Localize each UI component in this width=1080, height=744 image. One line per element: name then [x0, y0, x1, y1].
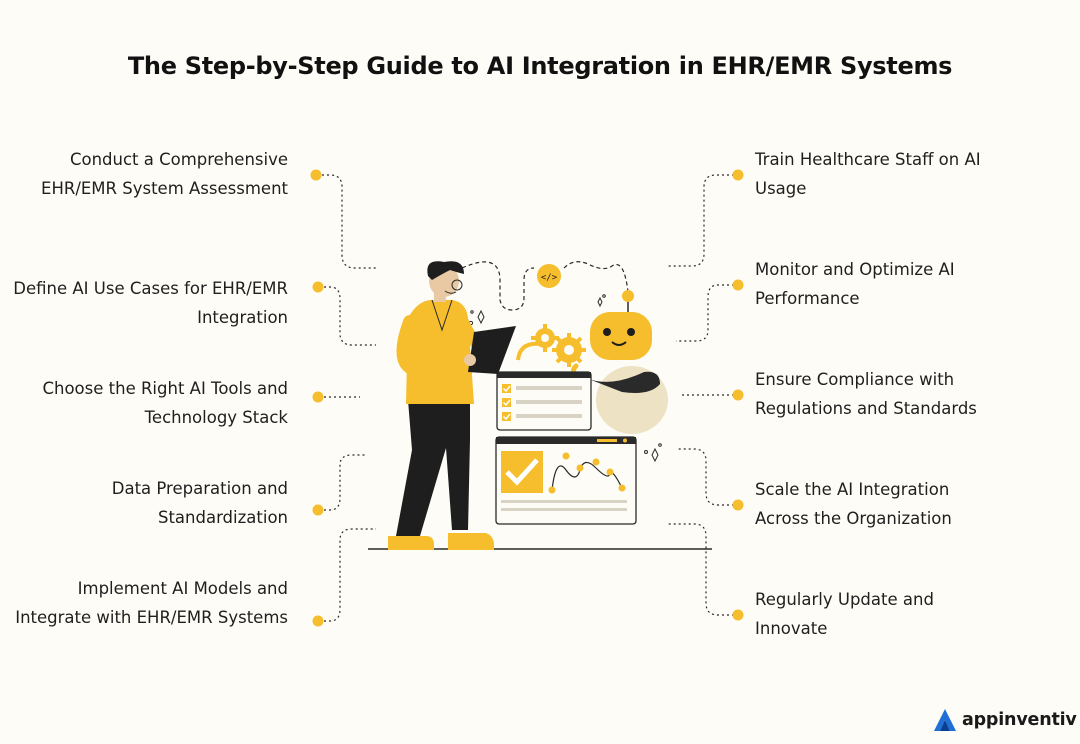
- robot-icon: [570, 290, 668, 434]
- connector-dot: [310, 169, 322, 181]
- step-label: Define AI Use Cases for EHR/EMR Integrat…: [13, 279, 288, 327]
- check-icon: [502, 384, 511, 421]
- step-monitor-optimize: Monitor and Optimize AI Performance: [755, 255, 995, 313]
- step-label: Train Healthcare Staff on AI Usage: [755, 150, 981, 198]
- connector-line: [322, 174, 376, 269]
- right-connectors: [668, 174, 734, 616]
- step-implement-models: Implement AI Models and Integrate with E…: [0, 574, 288, 632]
- connector-line: [324, 454, 366, 511]
- connector-dot: [312, 615, 324, 627]
- step-system-assessment: Conduct a Comprehensive EHR/EMR System A…: [0, 145, 288, 203]
- data-path: [563, 261, 629, 293]
- sparkle-icon: [468, 294, 662, 463]
- connector-dot: [312, 504, 324, 516]
- connector-line: [668, 174, 734, 267]
- connector-dot: [732, 499, 744, 511]
- step-label: Ensure Compliance with Regulations and S…: [755, 370, 977, 418]
- step-define-use-cases: Define AI Use Cases for EHR/EMR Integrat…: [0, 274, 288, 332]
- connector-line: [324, 286, 376, 346]
- step-ensure-compliance: Ensure Compliance with Regulations and S…: [755, 365, 1005, 423]
- brand-logo: appinventiv: [932, 705, 1077, 735]
- step-label: Conduct a Comprehensive EHR/EMR System A…: [41, 150, 288, 198]
- page-title: The Step-by-Step Guide to AI Integration…: [127, 52, 953, 80]
- step-data-preparation: Data Preparation and Standardization: [0, 474, 288, 532]
- connector-dot: [732, 389, 744, 401]
- connector-dot: [732, 279, 744, 291]
- step-label: Implement AI Models and Integrate with E…: [15, 579, 288, 627]
- step-label: Regularly Update and Innovate: [755, 590, 934, 638]
- step-label: Monitor and Optimize AI Performance: [755, 260, 955, 308]
- code-icon: </>: [537, 264, 561, 288]
- step-label: Scale the AI Integration Across the Orga…: [755, 480, 952, 528]
- a-logo-icon: [934, 709, 956, 731]
- step-update-innovate: Regularly Update and Innovate: [755, 585, 975, 643]
- connector-line: [668, 523, 734, 616]
- connector-dot: [732, 609, 744, 621]
- left-connectors: [322, 174, 376, 622]
- step-train-staff: Train Healthcare Staff on AI Usage: [755, 145, 1015, 203]
- person-illustration: [388, 261, 516, 550]
- step-label: Data Preparation and Standardization: [111, 479, 288, 527]
- dashboard-card: [495, 436, 637, 525]
- brand-name: appinventiv: [962, 710, 1077, 730]
- connector-dot: [312, 281, 324, 293]
- step-scale-integration: Scale the AI Integration Across the Orga…: [755, 475, 985, 533]
- tablet-icon: [468, 326, 516, 374]
- connector-line: [324, 528, 376, 622]
- connector-line: [676, 448, 734, 506]
- connector-line: [676, 284, 734, 342]
- connector-dot: [312, 391, 324, 403]
- left-connector-dots: [310, 169, 324, 627]
- step-label: Choose the Right AI Tools and Technology…: [42, 379, 288, 427]
- step-choose-tools: Choose the Right AI Tools and Technology…: [0, 374, 288, 432]
- svg-text:</>: </>: [541, 273, 558, 283]
- data-path: [461, 261, 535, 311]
- right-connector-dots: [732, 169, 744, 621]
- gear-icon: [516, 324, 586, 367]
- connector-dot: [732, 169, 744, 181]
- checklist-card: [496, 371, 592, 431]
